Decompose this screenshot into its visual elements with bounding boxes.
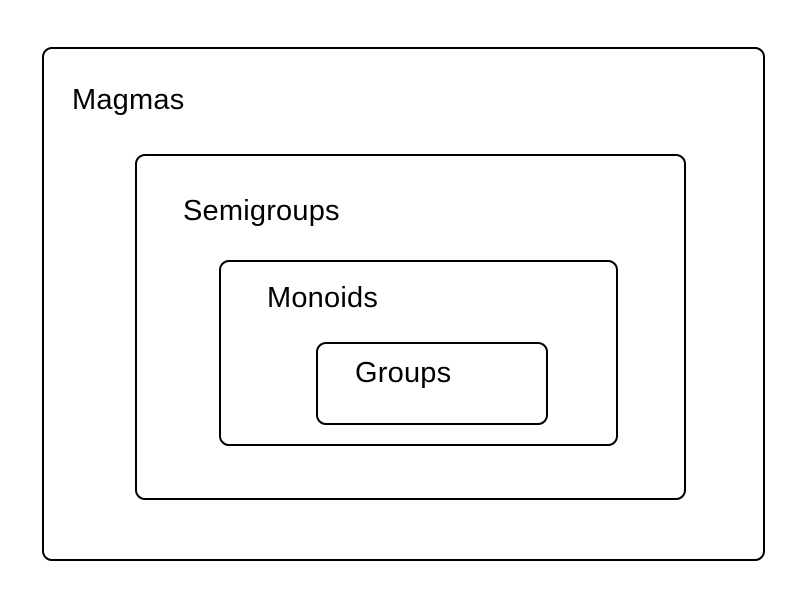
- set-label-magmas: Magmas: [72, 84, 185, 116]
- set-box-monoids: Monoids Groups: [219, 260, 618, 446]
- set-label-semigroups: Semigroups: [183, 195, 340, 227]
- set-box-magmas: Magmas Semigroups Monoids Groups: [42, 47, 765, 561]
- set-label-monoids: Monoids: [267, 282, 379, 314]
- set-box-semigroups: Semigroups Monoids Groups: [135, 154, 686, 500]
- set-box-groups: Groups: [316, 342, 548, 425]
- set-label-groups: Groups: [355, 357, 452, 389]
